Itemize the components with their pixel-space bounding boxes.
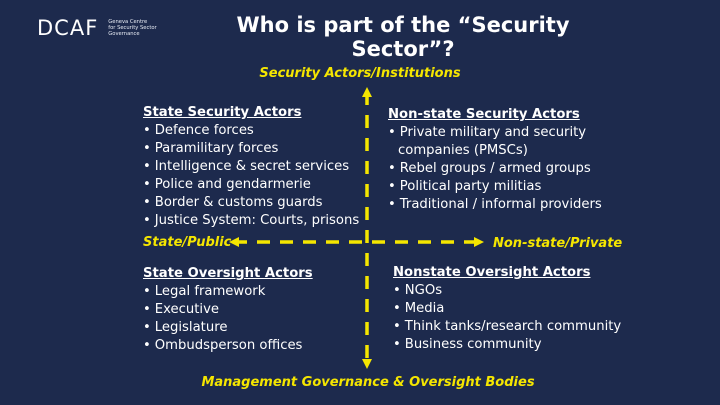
logo-mark: DCAF [37,16,99,40]
list-item: Political party militias [388,178,602,196]
quadrant-state-oversight: State Oversight Actors Legal framework E… [143,265,313,355]
axis-label-top: Security Actors/Institutions [259,66,461,81]
list-item: Business community [393,336,621,354]
axis-label-left: State/Public [143,235,232,250]
list-item: Border & customs guards [143,194,359,212]
list-item: Police and gendarmerie [143,176,359,194]
quadrant-heading: Nonstate Oversight Actors [393,265,591,280]
list-item: Traditional / informal providers [388,196,602,214]
axis-label-right: Non-state/Private [493,236,623,251]
list-item: Think tanks/research community [393,318,621,336]
quadrant-heading: State Oversight Actors [143,266,313,281]
list-item: Rebel groups / armed groups [388,160,602,178]
list-item-continuation: companies (PMSCs) [398,143,528,158]
quadrant-heading: State Security Actors [143,105,302,120]
quadrant-heading: Non-state Security Actors [388,107,580,122]
list-item: Intelligence & secret services [143,158,359,176]
logo-subtitle-line: Geneva Centre [108,19,148,25]
logo-subtitle-line: Governance [108,31,140,37]
list-item: Private military and security [388,124,602,142]
dcaf-logo: DCAF Geneva Centre for Security Sector G… [37,16,178,40]
list-item: Paramilitary forces [143,140,359,158]
axis-label-bottom: Management Governance & Oversight Bodies [201,375,535,390]
quadrant-nonstate-oversight: Nonstate Oversight Actors NGOs Media Thi… [393,264,621,354]
list-item: NGOs [393,282,621,300]
slide-title: Who is part of the “Security Sector”? [236,13,570,61]
list-item: Ombudsperson offices [143,337,313,355]
quadrant-state-security: State Security Actors Defence forces Par… [143,104,359,230]
list-item: Media [393,300,621,318]
logo-subtitle-line: for Security Sector [108,25,157,31]
list-item: Executive [143,301,313,319]
list-item: Legal framework [143,283,313,301]
list-item: Defence forces [143,122,359,140]
logo-subtitle: Geneva Centre for Security Sector Govern… [108,19,178,37]
list-item: Legislature [143,319,313,337]
list-item: Justice System: Courts, prisons [143,212,359,230]
quadrant-nonstate-security: Non-state Security Actors Private milita… [388,106,602,214]
